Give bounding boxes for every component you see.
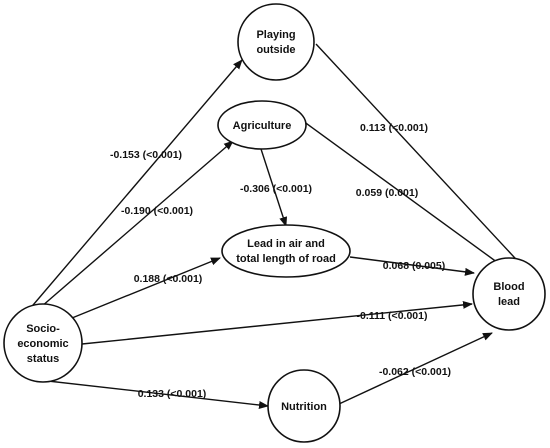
edge-label-agri-blood: 0.059 (0.001) [356, 187, 418, 199]
node-label-playing-line2: outside [256, 44, 295, 56]
node-blood-lead: Blood lead [472, 257, 546, 331]
edge-labels: -0.153 (<0.001) -0.190 (<0.001) 0.188 (<… [110, 122, 451, 400]
edge-label-playing-blood: 0.113 (<0.001) [360, 122, 428, 134]
node-label-nutrition: Nutrition [281, 401, 327, 413]
node-label-ses-line1: Socio- [26, 323, 60, 335]
edge-label-lead-air-blood: 0.068 (0.005) [383, 260, 445, 272]
edge-nutrition-to-blood-lead [338, 332, 493, 405]
node-label-ses-line2: economic [17, 338, 68, 350]
node-label-blood-line1: Blood [493, 281, 524, 293]
edge-ses-to-blood-lead [81, 300, 473, 345]
node-socio-economic-status: Socio- economic status [3, 303, 83, 383]
edge-agriculture-to-lead-air [260, 148, 288, 227]
edge-agriculture-to-blood-lead [302, 120, 506, 269]
edge-ses-to-nutrition [47, 380, 269, 409]
node-label-playing-line1: Playing [256, 29, 295, 41]
edge-label-ses-nutrition: 0.133 (<0.001) [138, 388, 207, 400]
edge-lead-air-to-blood-lead [349, 256, 475, 276]
edge-ses-to-playing [21, 59, 243, 319]
edge-label-ses-blood: -0.111 (<0.001) [357, 310, 428, 322]
node-playing-outside: Playing outside [237, 3, 315, 81]
edge-playing-to-blood-lead [315, 43, 528, 272]
edges [21, 43, 528, 409]
node-agriculture: Agriculture [217, 100, 307, 150]
node-label-ses-line3: status [27, 353, 59, 365]
node-label-blood-line2: lead [498, 296, 520, 308]
node-lead-in-air: Lead in air and total length of road [221, 224, 351, 278]
edge-ses-to-agriculture [33, 140, 234, 314]
edge-label-agri-lead-air: -0.306 (<0.001) [240, 183, 312, 195]
node-label-lead-air-line1: Lead in air and [247, 238, 325, 250]
edge-label-ses-lead-air: 0.188 (<0.001) [134, 273, 203, 285]
edge-label-ses-agriculture: -0.190 (<0.001) [121, 205, 193, 217]
node-label-lead-air-line2: total length of road [236, 253, 336, 265]
edge-label-ses-playing: -0.153 (<0.001) [110, 149, 182, 161]
edge-label-nutrition-blood: -0.062 (<0.001) [379, 366, 451, 378]
edge-ses-to-lead-air [71, 257, 221, 319]
node-label-agriculture: Agriculture [233, 120, 292, 132]
node-nutrition: Nutrition [267, 369, 341, 443]
